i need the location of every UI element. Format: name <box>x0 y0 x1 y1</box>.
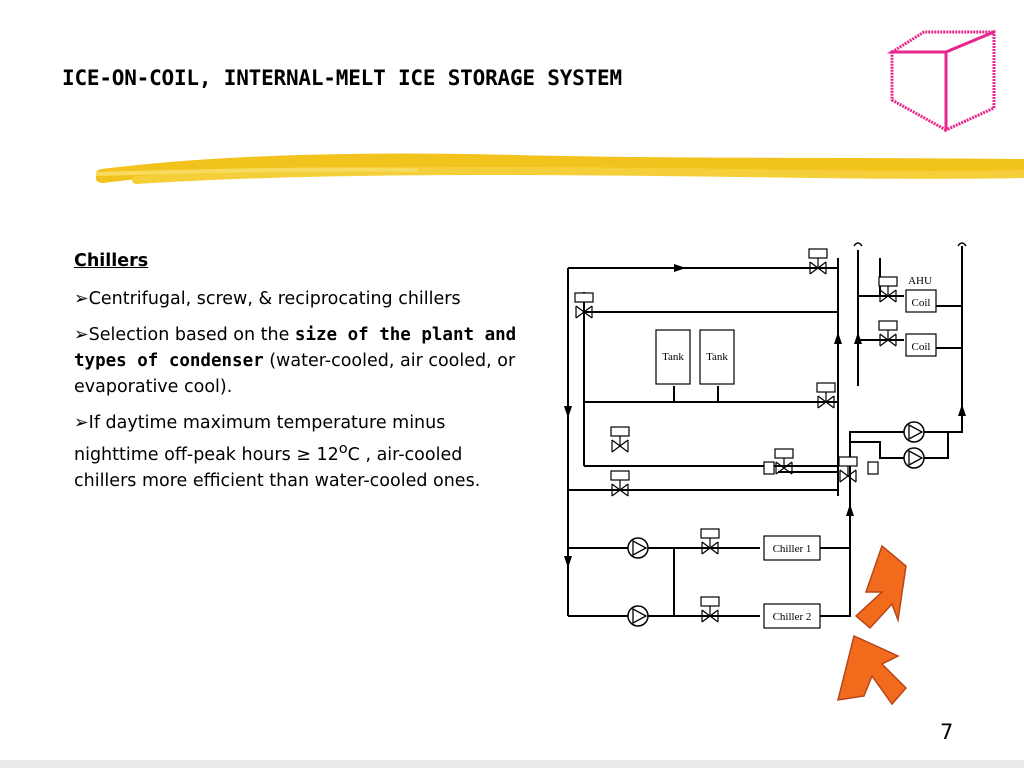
cube-logo <box>886 29 996 133</box>
section-heading: Chillers <box>74 251 149 271</box>
tank-label: Tank <box>662 351 684 363</box>
ice-storage-schematic: Tank Tank AHU Coil Coil Chiller 1 Chille… <box>564 242 967 706</box>
page-number: 7 <box>940 720 954 744</box>
coil-label: Coil <box>912 297 931 309</box>
arrow-icon <box>836 634 908 706</box>
bullet-text: C , air-cooled chillers more efficient t… <box>74 444 481 491</box>
chiller-1-label: Chiller 1 <box>773 543 812 555</box>
bullet-emphasis: size of the plant and types of condenser <box>74 325 517 371</box>
bullet-text: Selection based on the <box>88 325 295 345</box>
bullet-text: Centrifugal, screw, & reciprocating chil… <box>88 289 461 309</box>
bullet-item: ➢If daytime maximum temperature minus ni… <box>74 410 524 494</box>
highlighter-rule <box>96 153 1024 184</box>
tank-label: Tank <box>706 351 728 363</box>
degree-superscript: o <box>338 440 348 457</box>
ahu-label: AHU <box>908 275 932 287</box>
bullet-list: Chillers ➢Centrifugal, screw, & reciproc… <box>74 248 524 504</box>
bullet-arrow-icon: ➢ <box>74 289 89 309</box>
arrow-icon <box>854 544 907 630</box>
bullet-item: ➢Selection based on the size of the plan… <box>74 322 524 400</box>
bullet-arrow-icon: ➢ <box>74 413 89 433</box>
bullet-text: (water-cooled, air cooled, or evaporativ… <box>74 351 516 397</box>
coil-label: Coil <box>912 341 931 353</box>
footer-bar <box>0 760 1024 768</box>
bullet-text: If daytime maximum temperature minus nig… <box>74 413 446 465</box>
bullet-arrow-icon: ➢ <box>74 325 89 345</box>
slide-title: ICE-ON-COIL, INTERNAL-MELT ICE STORAGE S… <box>62 66 622 90</box>
chiller-2-label: Chiller 2 <box>773 611 812 623</box>
bullet-item: ➢Centrifugal, screw, & reciprocating chi… <box>74 286 524 312</box>
